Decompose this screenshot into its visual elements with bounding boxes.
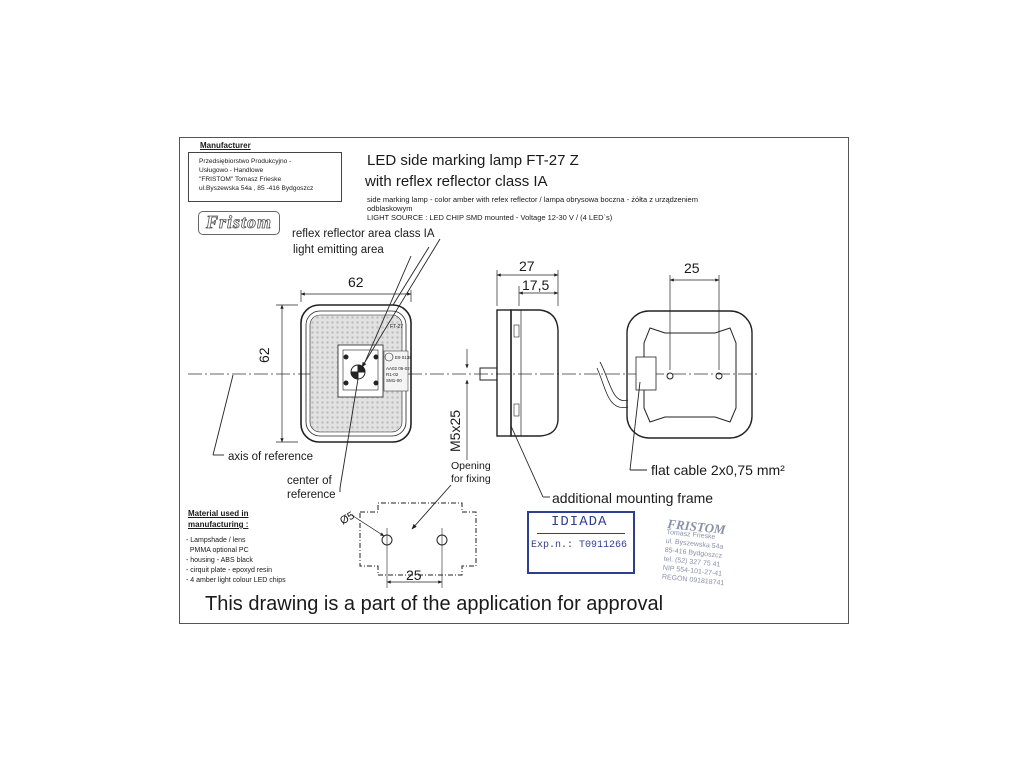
rear-dimensions	[669, 275, 720, 370]
materials-list: - Lampshade / lens PMMA optional PC - ho…	[186, 536, 286, 586]
center-of-reference-label: center of	[287, 475, 332, 487]
description-line: side marking lamp - color amber with ref…	[367, 195, 698, 204]
side-view	[479, 309, 559, 437]
material-item: - 4 amber light colour LED chips	[186, 577, 286, 584]
approval-line: AA02 05-02	[386, 366, 410, 371]
dimension-height: 62	[256, 347, 272, 363]
hole-detail	[349, 502, 477, 588]
approval-line: SM1-00	[386, 378, 402, 383]
manufacturer-line: "FRISTOM" Tomasz Frieske	[199, 176, 282, 183]
idiada-divider	[537, 533, 625, 534]
flat-cable-label: flat cable 2x0,75 mm²	[651, 462, 785, 478]
reflex-reflector-label: reflex reflector area class IA	[292, 228, 435, 240]
dimension-hole-spacing-detail: 25	[406, 567, 422, 583]
approval-mark: E9 0136	[395, 355, 412, 360]
fristom-logo: Fristom	[198, 211, 280, 235]
manufacturer-heading: Manufacturer	[200, 141, 251, 150]
front-view	[300, 304, 412, 443]
side-dimensions	[465, 270, 559, 460]
dimension-depth-total: 27	[519, 258, 535, 274]
materials-heading-line: manufacturing :	[188, 520, 249, 529]
material-item: - cirquit plate - epoxyd resin	[186, 567, 272, 574]
mounting-frame-label: additional mounting frame	[552, 490, 714, 506]
materials-heading: Material used in manufacturing :	[188, 508, 248, 530]
materials-heading-line: Material used in	[188, 509, 249, 518]
dimension-hole-spacing: 25	[684, 260, 700, 276]
description-line: odblaskowym	[367, 204, 413, 213]
approval-line: R1-02	[386, 372, 399, 377]
idiada-stamp: IDIADA Exp.n.: T0911266	[527, 511, 635, 574]
drawing-subtitle: with reflex reflector class IA	[365, 173, 548, 190]
front-dimensions	[276, 290, 412, 443]
drawing-title: LED side marking lamp FT-27 Z	[367, 152, 579, 169]
opening-for-fixing-label: Opening	[451, 460, 491, 472]
light-emitting-label: light emitting area	[293, 244, 384, 256]
dimension-bolt: M5x25	[447, 409, 463, 452]
idiada-expiry: Exp.n.: T0911266	[531, 540, 628, 551]
idiada-name: IDIADA	[551, 514, 608, 530]
manufacturer-address: Przedsiębiorstwo Produkcyjno - Usługowo …	[188, 152, 342, 202]
fristom-stamp: FRISTOM Tomasz Frieske ul. Byszewska 54a…	[661, 516, 730, 588]
material-item: - Lampshade / lens	[186, 537, 246, 544]
rear-view	[596, 310, 753, 439]
opening-for-fixing-label: for fixing	[451, 473, 491, 485]
manufacturer-line: ul.Byszewska 54a , 85 -416 Bydgoszcz	[199, 185, 314, 192]
drawing-sheet	[179, 137, 849, 624]
manufacturer-line: Przedsiębiorstwo Produkcyjno -	[199, 158, 292, 165]
approval-footer: This drawing is a part of the applicatio…	[205, 593, 664, 615]
manufacturer-line: Usługowo - Handlowe	[199, 167, 264, 174]
material-item: PMMA optional PC	[186, 547, 249, 554]
dimension-depth-body: 17,5	[522, 277, 550, 293]
dimension-width: 62	[348, 274, 364, 290]
leader-lines	[212, 238, 647, 530]
axis-of-reference-label: axis of reference	[228, 451, 314, 463]
material-item: - housing - ABS black	[186, 557, 253, 564]
center-of-reference-label: reference	[287, 489, 336, 501]
description-line: LIGHT SOURCE : LED CHIP SMD mounted - Vo…	[367, 213, 613, 222]
lamp-code: FT-27	[390, 324, 404, 330]
